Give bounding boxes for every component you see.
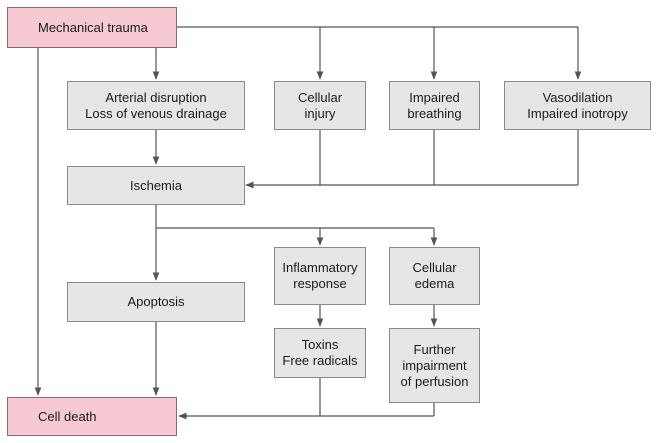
node-label-line: Apoptosis <box>127 294 185 309</box>
node-label-line: Arterial disruption <box>105 89 207 105</box>
node-cell-death: Cell death <box>7 397 177 436</box>
node-label-line: Vasodilation <box>542 89 613 105</box>
node-label-line: Loss of venous drainage <box>85 105 227 121</box>
node-ischemia: Ischemia <box>67 166 245 205</box>
node-label-line: Cellular <box>412 260 457 275</box>
node-apoptosis: Apoptosis <box>67 282 245 322</box>
node-label-line: Further <box>413 341 456 357</box>
node-label-line: injury <box>304 105 336 121</box>
node-label-line: Impaired <box>409 89 460 105</box>
node-label-line: Mechanical trauma <box>38 19 148 35</box>
node-label-line: Free radicals <box>282 353 358 368</box>
node-label-line: Toxins <box>301 337 339 352</box>
node-label-line: Cellular <box>297 89 343 105</box>
node-label-line: breathing <box>407 105 462 121</box>
node-mechanical-trauma: Mechanical trauma <box>7 7 177 48</box>
node-label-line: response <box>293 276 347 291</box>
node-label-line: Cell death <box>38 408 97 424</box>
node-label-line: Impaired inotropy <box>527 105 628 121</box>
node-label-line: edema <box>414 276 455 291</box>
node-label-line: Ischemia <box>129 177 183 193</box>
node-label-line: impairment <box>402 357 467 373</box>
node-label-line: of perfusion <box>400 373 469 389</box>
node-label-line: Inflammatory <box>282 260 358 275</box>
